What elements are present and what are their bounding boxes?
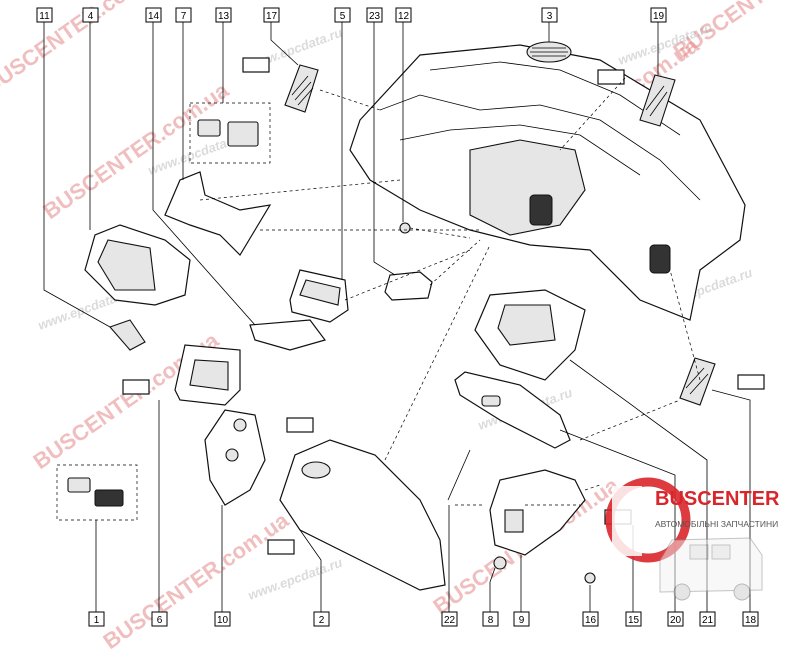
- svg-text:12: 12: [398, 11, 410, 22]
- damper-strut: [447, 449, 471, 501]
- svg-text:21: 21: [702, 615, 714, 626]
- buscenter-logo: BUSCENTER АВТОМОБІЛЬНІ ЗАПЧАСТИНИ: [605, 477, 780, 601]
- svg-text:3: 3: [547, 11, 553, 22]
- speaker-grille: [526, 41, 572, 63]
- svg-text:17: 17: [266, 11, 278, 22]
- air-vent-side: [679, 357, 765, 406]
- instrument-cluster-hood: [84, 224, 191, 306]
- logo-tagline: АВТОМОБІЛЬНІ ЗАПЧАСТИНИ: [655, 519, 778, 529]
- svg-text:22: 22: [444, 615, 456, 626]
- callout-20[interactable]: 20: [667, 611, 684, 627]
- support-bracket: [204, 409, 314, 506]
- svg-text:18: 18: [745, 615, 757, 626]
- lower-console-cover: [267, 439, 446, 591]
- svg-text:4: 4: [88, 11, 94, 22]
- svg-text:10: 10: [217, 615, 229, 626]
- part-number-box: [286, 417, 314, 433]
- svg-text:8: 8: [488, 615, 494, 626]
- part-number-box: [597, 69, 625, 85]
- air-vent-right: [597, 69, 676, 127]
- callout-8[interactable]: 8: [482, 611, 499, 627]
- switch-group-bottom: [56, 464, 138, 521]
- callout-11[interactable]: 11: [36, 7, 53, 23]
- part-number-box: [737, 374, 765, 390]
- small-trim-piece: [109, 319, 146, 351]
- callout-10[interactable]: 10: [214, 611, 231, 627]
- svg-text:15: 15: [628, 615, 640, 626]
- callout-bottom-row: 1 6 10 2 22 8 9 16 15 20 21 18: [88, 611, 759, 627]
- callout-16[interactable]: 16: [582, 611, 599, 627]
- callout-1[interactable]: 1: [88, 611, 105, 627]
- callout-4[interactable]: 4: [82, 7, 99, 23]
- centre-frame: [122, 344, 241, 406]
- storage-compartment: [289, 269, 349, 323]
- switch-group-top: [189, 102, 271, 164]
- callout-19[interactable]: 19: [650, 7, 667, 23]
- svg-text:9: 9: [519, 615, 525, 626]
- svg-text:7: 7: [181, 11, 187, 22]
- callout-top-row: 11 4 14 7 13 17 5 23 12 3 19: [36, 7, 667, 23]
- callout-14[interactable]: 14: [145, 7, 162, 23]
- watermark-epc: www.epcdata.ru: [246, 555, 344, 603]
- callout-22[interactable]: 22: [441, 611, 458, 627]
- callout-9[interactable]: 9: [513, 611, 530, 627]
- svg-text:1: 1: [94, 615, 100, 626]
- svg-text:5: 5: [340, 11, 346, 22]
- watermark-brand: BUSCENTER.com.ua: [99, 507, 294, 654]
- callout-18[interactable]: 18: [742, 611, 759, 627]
- assembly-lines: [199, 77, 701, 506]
- callout-17[interactable]: 17: [263, 7, 280, 23]
- upper-trim-cover: [164, 171, 272, 256]
- callout-7[interactable]: 7: [175, 7, 192, 23]
- svg-text:6: 6: [157, 615, 163, 626]
- svg-text:19: 19: [653, 11, 665, 22]
- callout-13[interactable]: 13: [215, 7, 232, 23]
- svg-text:13: 13: [218, 11, 230, 22]
- small-tray: [384, 271, 433, 301]
- logo-name: BUSCENTER: [655, 488, 780, 510]
- callout-15[interactable]: 15: [625, 611, 642, 627]
- screw: [489, 556, 507, 583]
- svg-text:20: 20: [670, 615, 682, 626]
- callout-5[interactable]: 5: [334, 7, 351, 23]
- part-number-box: [267, 539, 295, 555]
- svg-text:2: 2: [319, 615, 325, 626]
- callout-6[interactable]: 6: [151, 611, 168, 627]
- callout-12[interactable]: 12: [395, 7, 412, 23]
- svg-text:16: 16: [585, 615, 597, 626]
- part-number-box: [122, 379, 150, 395]
- svg-text:14: 14: [148, 11, 160, 22]
- svg-text:23: 23: [369, 11, 381, 22]
- callout-23[interactable]: 23: [366, 7, 383, 23]
- air-vent-left: [242, 57, 319, 113]
- part-number-box: [242, 57, 270, 73]
- lower-trim-strip: [249, 319, 327, 351]
- glovebox-lid: [454, 371, 571, 449]
- van-icon: [659, 537, 763, 601]
- callout-2[interactable]: 2: [313, 611, 330, 627]
- callout-21[interactable]: 21: [699, 611, 716, 627]
- callout-3[interactable]: 3: [541, 7, 558, 23]
- svg-text:11: 11: [39, 11, 50, 22]
- retaining-clip: [584, 572, 596, 584]
- glovebox-frame: [474, 289, 586, 381]
